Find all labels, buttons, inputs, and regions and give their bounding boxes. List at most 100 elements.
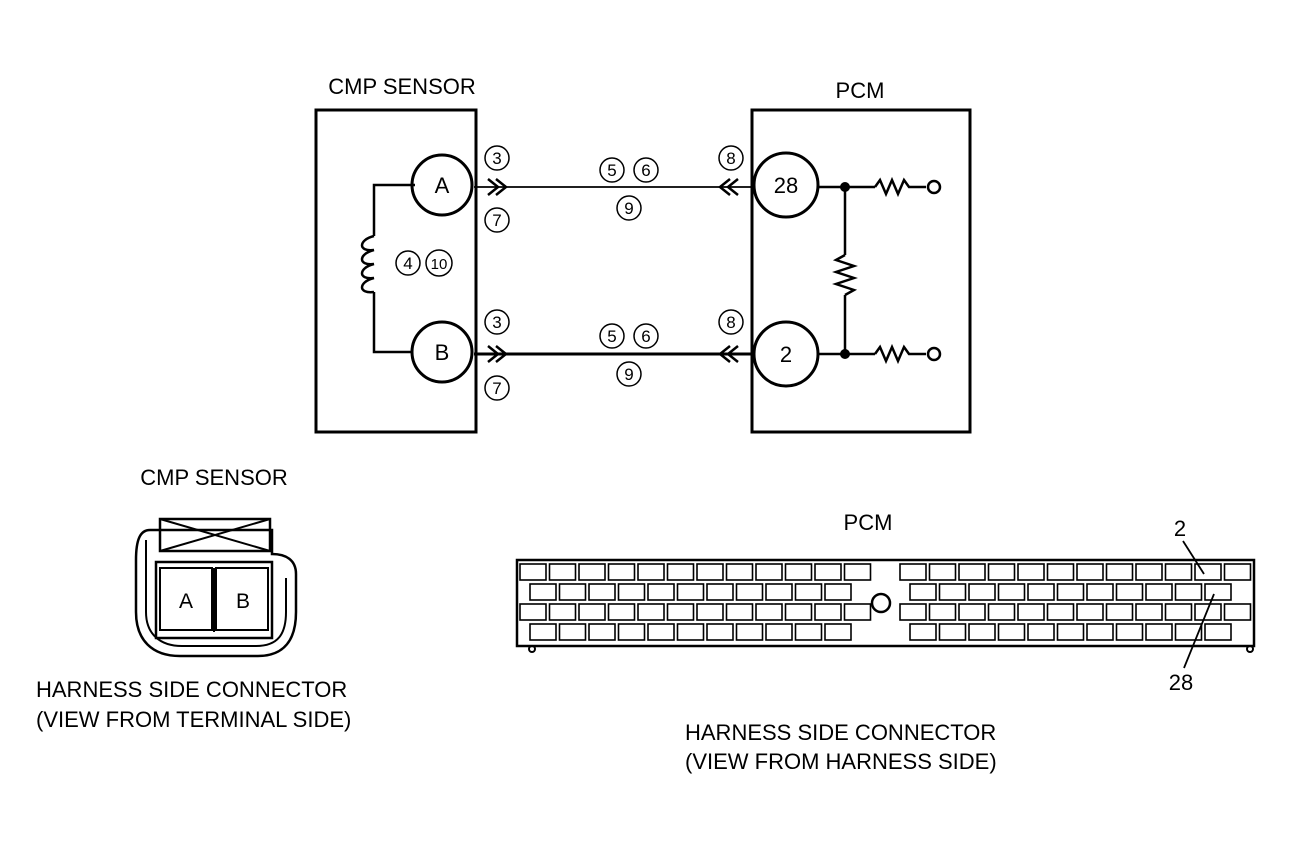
sensor-connector-caption-1: HARNESS SIDE CONNECTOR — [36, 677, 347, 702]
pcm-cavity — [1174, 583, 1203, 601]
pcm-cavity — [706, 583, 734, 601]
sensor-pin-b — [410, 320, 474, 384]
callout-5-upper-circle — [599, 157, 625, 183]
pcm-cavity — [1046, 603, 1075, 621]
callout-9-upper-circle — [616, 195, 642, 221]
callout-10: 10 — [431, 256, 448, 273]
pcm-cavity — [938, 623, 967, 641]
callout-9-lower: 9 — [624, 365, 633, 384]
pcm-cavity — [725, 603, 754, 621]
callout-3-upper-circle — [484, 145, 510, 171]
pcm-connector-caption-1: HARNESS SIDE CONNECTOR — [685, 720, 996, 745]
pcm-pin-2-label: 2 — [780, 342, 792, 367]
pcm-cavity — [824, 583, 852, 601]
callout-4: 4 — [403, 254, 412, 273]
pcm-cavity — [1027, 623, 1055, 641]
callout-7-lower-circle — [484, 375, 510, 401]
pcm-cavity — [968, 583, 996, 601]
callout-8-lower: 8 — [726, 313, 735, 332]
pcm-cavity — [1017, 603, 1045, 621]
sensor-title: CMP SENSOR — [328, 74, 476, 99]
pcm-cavity — [1223, 563, 1252, 581]
pcm-cavity — [617, 583, 646, 601]
pcm-cavity — [794, 623, 823, 641]
pcm-cavity — [814, 563, 842, 581]
pcm-cavity — [1086, 623, 1114, 641]
pcm-cavity — [928, 563, 957, 581]
callout-3-lower-circle — [484, 309, 510, 335]
pcm-cavity — [997, 623, 1026, 641]
pcm-cavity — [765, 623, 793, 641]
pcm-cavity — [1174, 623, 1203, 641]
pcm-cavity — [725, 563, 754, 581]
pcm-connector-caption-2: (VIEW FROM HARNESS SIDE) — [685, 749, 997, 774]
pcm-cavity — [755, 563, 783, 581]
callout-5-lower: 5 — [607, 327, 616, 346]
pcm-cavity — [1076, 603, 1104, 621]
callout-5-lower-circle — [599, 323, 625, 349]
sensor-pin-a-label: A — [435, 173, 450, 198]
pcm-cavity — [578, 563, 606, 581]
callout-9-upper: 9 — [624, 199, 633, 218]
pcm-cavity — [1086, 583, 1114, 601]
pcm-cavity — [1105, 603, 1134, 621]
pcm-cavity — [1145, 623, 1173, 641]
pcm-cavity — [578, 603, 606, 621]
pcm-cavity — [1204, 623, 1232, 641]
pcm-cavity — [1115, 583, 1144, 601]
pcm-cavity — [843, 563, 872, 581]
callout-6-upper-circle — [633, 157, 659, 183]
pcm-cavity — [1135, 603, 1163, 621]
sensor-box — [314, 108, 478, 434]
pcm-cavity — [706, 623, 734, 641]
pcm-cavity — [1135, 563, 1163, 581]
pcm-cavity — [588, 583, 616, 601]
pcm-callout-2: 2 — [1174, 516, 1186, 541]
pcm-cavity — [899, 563, 927, 581]
sensor-connector-title: CMP SENSOR — [140, 465, 288, 490]
pcm-connector-title: PCM — [844, 510, 893, 535]
pcm-cavity — [617, 623, 646, 641]
pcm-cavity — [696, 563, 724, 581]
pcm-connector-face — [515, 558, 1256, 653]
wire-a-28 — [474, 178, 753, 196]
pcm-cavity — [1056, 583, 1085, 601]
pcm-cavity — [1204, 583, 1232, 601]
wire-b-2 — [474, 345, 753, 363]
pcm-cavity — [588, 623, 616, 641]
pcm-callout-28-leader — [1183, 593, 1215, 669]
pcm-cavity — [735, 623, 764, 641]
pcm-cavity — [735, 583, 764, 601]
callout-3-lower: 3 — [492, 313, 501, 332]
pcm-cavity — [666, 603, 695, 621]
pcm-cavity — [519, 603, 547, 621]
callout-7-lower: 7 — [492, 379, 501, 398]
pcm-cavity — [1046, 563, 1075, 581]
pcm-box — [750, 108, 972, 434]
pcm-title: PCM — [836, 78, 885, 103]
sensor-cavity-b: B — [236, 590, 250, 613]
pcm-cavity — [1115, 623, 1144, 641]
pcm-cavity — [794, 583, 823, 601]
callout-8-upper-circle — [718, 145, 744, 171]
pcm-cavity — [676, 623, 705, 641]
pcm-cavity — [607, 563, 636, 581]
pcm-cavity — [1105, 563, 1134, 581]
sensor-connector-caption-2: (VIEW FROM TERMINAL SIDE) — [36, 707, 351, 732]
callout-9-lower-circle — [616, 361, 642, 387]
callout-3-upper: 3 — [492, 149, 501, 168]
pcm-pin-28 — [752, 151, 820, 219]
callout-10-circle — [425, 249, 453, 277]
sensor-connector-face — [134, 517, 298, 658]
pcm-cavity — [958, 563, 986, 581]
sensor-cavity-a: A — [179, 590, 193, 613]
pcm-cavity — [1027, 583, 1055, 601]
pcm-cavity — [784, 563, 813, 581]
pcm-cavity — [824, 623, 852, 641]
pcm-cavity — [637, 603, 665, 621]
pcm-cavity — [529, 583, 557, 601]
pcm-cavity — [958, 603, 986, 621]
pcm-pin-28-label: 28 — [774, 173, 798, 198]
pcm-cavity — [676, 583, 705, 601]
pcm-cavity — [755, 603, 783, 621]
